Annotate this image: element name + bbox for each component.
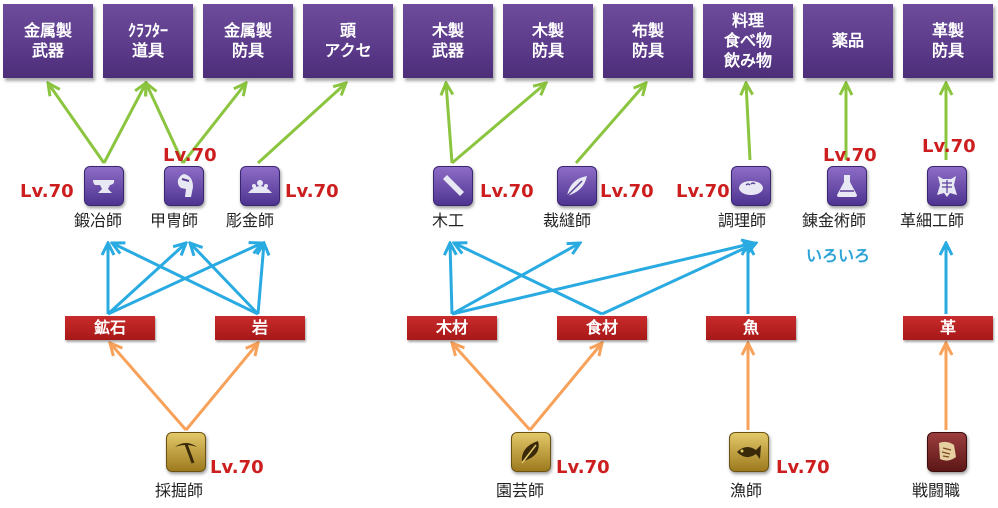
level-label: Lv.70 (20, 181, 74, 202)
leaf-icon (511, 432, 551, 472)
feather-needle-icon (557, 166, 597, 206)
crafter-name: 錬金術師 (802, 211, 867, 230)
material-rock: 岩 (215, 316, 305, 340)
category-cloth-armor: 布製 防具 (603, 4, 693, 78)
helmet-icon (164, 166, 204, 206)
crafter-name: 木工 (432, 211, 465, 230)
gatherer-name: 採掘師 (155, 481, 204, 500)
category-wood-armor: 木製 防具 (503, 4, 593, 78)
crafter-name: 鍛冶師 (74, 211, 123, 230)
leather-icon (927, 166, 967, 206)
category-crafter-tools: ｸﾗﾌﾀｰ 道具 (103, 4, 193, 78)
level-label: Lv.70 (210, 457, 264, 478)
level-label: Lv.70 (285, 181, 339, 202)
alchemist-sources-note: いろいろ (806, 246, 871, 265)
level-label: Lv.70 (163, 145, 217, 166)
crafter-name: 革細工師 (900, 211, 965, 230)
category-metal-weapons: 金属製 武器 (3, 4, 93, 78)
material-lumber: 木材 (407, 316, 497, 340)
anvil-icon (84, 166, 124, 206)
fish-icon (729, 432, 769, 472)
bread-icon (731, 166, 771, 206)
level-label: Lv.70 (922, 136, 976, 157)
material-fish: 魚 (706, 316, 796, 340)
crafter-name: 甲冑師 (150, 211, 199, 230)
material-leather: 革 (903, 316, 993, 340)
category-wood-weapons: 木製 武器 (403, 4, 493, 78)
crafter-to-category-arrows (48, 83, 946, 165)
category-head-accessories: 頭 アクセ (303, 4, 393, 78)
material-ingredients: 食材 (557, 316, 647, 340)
level-label: Lv.70 (676, 181, 730, 202)
plank-icon (433, 166, 473, 206)
crafter-name: 調理師 (718, 211, 767, 230)
gatherer-name: 園芸師 (496, 481, 545, 500)
gatherer-name: 戦闘職 (912, 481, 961, 500)
category-metal-armor: 金属製 防具 (203, 4, 293, 78)
category-cooking: 料理 食べ物 飲み物 (703, 4, 793, 78)
scroll-icon (927, 432, 967, 472)
level-label: Lv.70 (556, 457, 610, 478)
level-label: Lv.70 (776, 457, 830, 478)
material-ore: 鉱石 (65, 316, 155, 340)
level-label: Lv.70 (823, 145, 877, 166)
gatherer-to-material-arrows (110, 343, 946, 432)
crafter-name: 彫金師 (226, 211, 275, 230)
category-medicine: 薬品 (803, 4, 893, 78)
gatherer-name: 漁師 (730, 481, 763, 500)
level-label: Lv.70 (600, 181, 654, 202)
material-to-crafter-arrows (108, 243, 946, 316)
level-label: Lv.70 (480, 181, 534, 202)
crafter-name: 裁縫師 (543, 211, 592, 230)
flask-icon (827, 166, 867, 206)
pickaxe-icon (166, 432, 206, 472)
tiara-icon (240, 166, 280, 206)
category-leather-armor: 革製 防具 (903, 4, 993, 78)
